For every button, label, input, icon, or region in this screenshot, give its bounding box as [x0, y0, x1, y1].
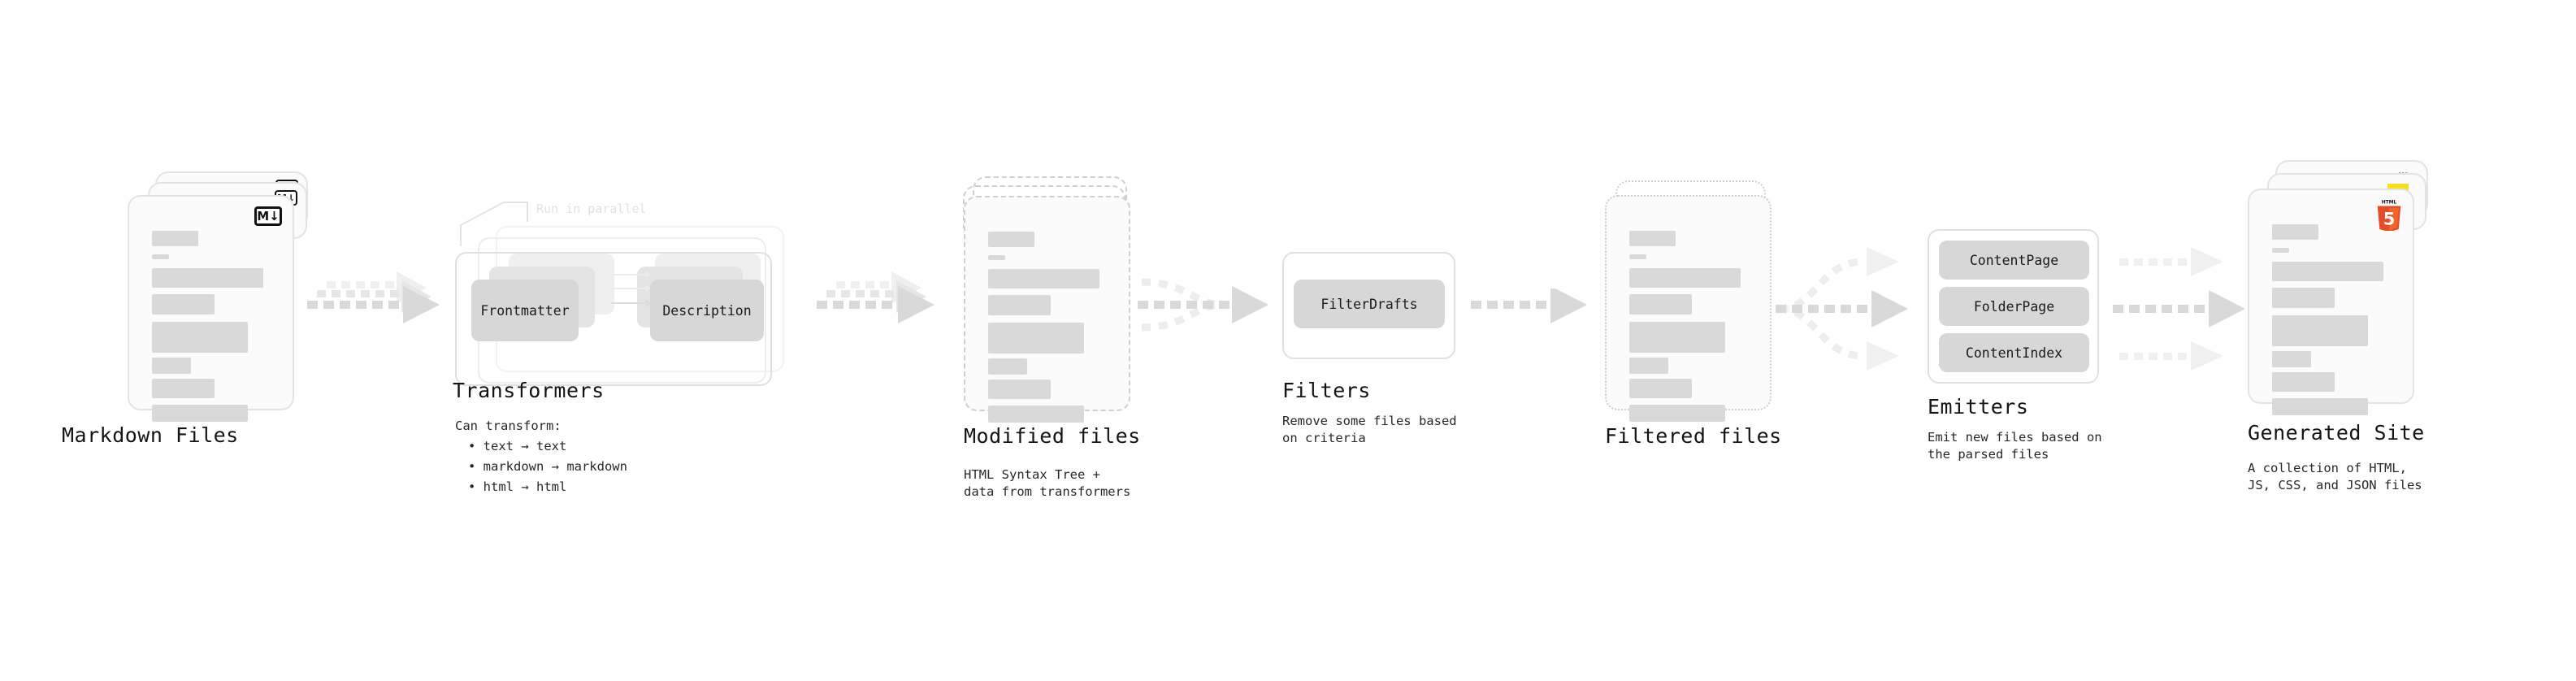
skeleton-bar — [988, 269, 1099, 288]
markdown-badge-icon: M↓ — [254, 206, 282, 226]
emitter-pill-contentindex[interactable]: ContentIndex — [1939, 333, 2089, 372]
skeleton-bar — [1629, 294, 1692, 314]
skeleton-bar — [152, 379, 215, 398]
skeleton-bar — [988, 358, 1027, 375]
skeleton-bar — [152, 254, 169, 259]
run-in-parallel-note: Run in parallel — [536, 202, 647, 216]
transformer-inner-arrows — [611, 271, 653, 307]
markdown-file-card: M↓ — [128, 195, 294, 422]
run-in-parallel-bracket — [460, 202, 528, 246]
skeleton-bar — [988, 380, 1051, 399]
filtered-file-card — [1605, 195, 1772, 422]
transformers-bullet-1: • markdown → markdown — [468, 459, 627, 474]
skeleton-bar — [152, 294, 215, 314]
skeleton-bar — [988, 255, 1005, 260]
stage-title-generated-site: Generated Site — [2248, 421, 2425, 445]
svg-text:HTML: HTML — [2382, 201, 2397, 206]
skeleton-bar — [152, 322, 248, 353]
skeleton-bar — [988, 323, 1084, 354]
skeleton-bar — [152, 358, 191, 374]
arrow-emitters-to-site — [2113, 247, 2245, 371]
skeleton-bar — [2272, 315, 2368, 346]
skeleton-bar — [152, 405, 248, 422]
filters-subtitle: Remove some files based on criteria — [1282, 414, 1457, 445]
skeleton-bar — [1629, 231, 1676, 246]
emitter-pill-contentpage[interactable]: ContentPage — [1939, 241, 2089, 280]
skeleton-bar — [152, 231, 198, 246]
generated-site-subtitle: A collection of HTML, JS, CSS, and JSON … — [2248, 461, 2422, 492]
transformers-subtitle: Can transform: — [455, 419, 562, 433]
skeleton-bar — [1629, 405, 1725, 422]
skeleton-bar — [1629, 322, 1725, 353]
stage-title-markdown-files: Markdown Files — [62, 423, 239, 447]
skeleton-bar — [2272, 248, 2289, 253]
skeleton-bar — [2272, 398, 2368, 415]
skeleton-bar — [2272, 262, 2383, 281]
html5-logo-icon: HTML 5 — [2377, 201, 2401, 231]
skeleton-bar — [2272, 372, 2335, 392]
transformers-bullet-2: • html → html — [468, 479, 567, 494]
emitters-subtitle: Emit new files based on the parsed files — [1928, 430, 2102, 462]
skeleton-bar — [1629, 268, 1741, 288]
transformer-pill-description[interactable]: Description — [650, 280, 764, 341]
filter-pill-filterdrafts[interactable]: FilterDrafts — [1294, 280, 1445, 328]
skeleton-bar — [988, 406, 1084, 423]
arrow-transformers-to-modified — [817, 271, 935, 323]
arrow-modified-to-filters — [1138, 278, 1268, 332]
transformers-frame — [455, 252, 772, 386]
svg-text:5: 5 — [2383, 209, 2396, 228]
skeleton-bar — [1629, 358, 1668, 374]
skeleton-bar — [2272, 224, 2318, 240]
stage-title-modified-files: Modified files — [964, 424, 1141, 448]
stage-title-emitters: Emitters — [1928, 395, 2029, 419]
transformer-pill-frontmatter[interactable]: Frontmatter — [471, 280, 579, 341]
skeleton-bar — [2272, 288, 2335, 308]
skeleton-bar — [988, 295, 1051, 315]
stage-title-filtered-files: Filtered files — [1605, 424, 1782, 448]
skeleton-bar — [152, 268, 263, 288]
skeleton-bar — [1629, 254, 1646, 259]
skeleton-bar — [2272, 351, 2311, 367]
arrow-filters-to-filtered — [1471, 288, 1587, 323]
site-file-card: HTML 5 — [2248, 189, 2414, 415]
arrow-filtered-to-emitters-fanout — [1776, 247, 1908, 371]
modified-files-subtitle: HTML Syntax Tree + data from transformer… — [964, 467, 1131, 499]
emitter-pill-folderpage[interactable]: FolderPage — [1939, 287, 2089, 326]
stage-title-transformers: Transformers — [453, 379, 605, 402]
transformers-bullet-0: • text → text — [468, 439, 567, 453]
skeleton-bar — [1629, 379, 1692, 398]
skeleton-bar — [988, 232, 1034, 247]
arrow-markdown-to-transformers — [307, 271, 440, 323]
modified-file-card — [964, 196, 1130, 423]
stage-title-filters: Filters — [1282, 379, 1371, 402]
